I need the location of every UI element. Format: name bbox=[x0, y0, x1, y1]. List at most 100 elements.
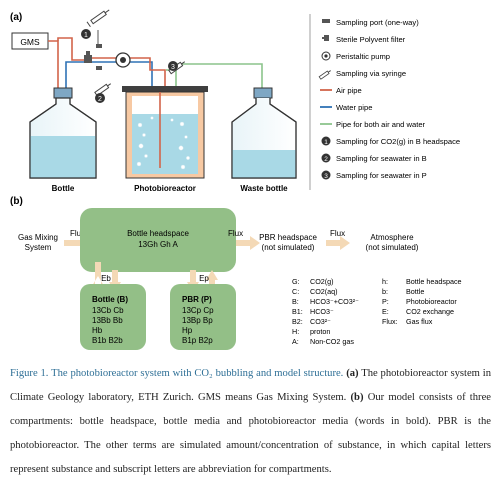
caption-a-label: (a) bbox=[346, 368, 359, 379]
marker-3: 3 bbox=[168, 61, 178, 71]
legend-val: proton bbox=[310, 327, 330, 336]
legend-val: Non-CO2 gas bbox=[310, 337, 354, 346]
bottle-label: Bottle bbox=[52, 184, 75, 193]
pbr-headspace-line2: (not simulated) bbox=[262, 243, 315, 252]
caption-b-text: Our model consists of three compartments… bbox=[10, 392, 491, 475]
legend-val: CO3²⁻ bbox=[310, 317, 331, 326]
legend-key: G: bbox=[292, 277, 300, 286]
sterile-filter-icon bbox=[84, 51, 92, 63]
legend-val: CO2(g) bbox=[310, 277, 334, 286]
peristaltic-pump-icon bbox=[321, 51, 331, 61]
gms-label: GMS bbox=[20, 37, 40, 47]
photobioreactor-label: Photobioreactor bbox=[134, 184, 196, 193]
legend-item: Sampling via syringe bbox=[336, 69, 406, 78]
air-pipe-top bbox=[57, 37, 92, 61]
legend-item: Pipe for both air and water bbox=[336, 120, 426, 129]
panel-a-legend: Sampling port (one-way) Sterile Polyvent… bbox=[318, 18, 460, 180]
legend-item: Sampling for CO2(g) in B headspace bbox=[336, 137, 460, 146]
bubbles bbox=[136, 116, 190, 170]
flux-out-arrow bbox=[236, 236, 260, 250]
marker-3-icon: 3 bbox=[321, 170, 331, 180]
bottle-box-line: 13Bb Bb bbox=[92, 316, 123, 325]
bottle-headspace-box bbox=[80, 208, 236, 272]
pbr-box bbox=[170, 284, 236, 350]
marker-2: 2 bbox=[95, 93, 105, 103]
atmosphere-line1: Atmosphere bbox=[370, 233, 414, 242]
pbr-box-line: B1p B2p bbox=[182, 336, 213, 345]
bottle-box bbox=[80, 284, 146, 350]
air-pipe-pbr bbox=[92, 57, 166, 86]
legend-item: Water pipe bbox=[336, 103, 372, 112]
sampling-port-icon bbox=[322, 19, 330, 23]
pbr-box-line: 13Bp Bp bbox=[182, 316, 213, 325]
legend-key: h: bbox=[382, 277, 388, 286]
syringe-icon bbox=[94, 83, 112, 97]
legend-val: Gas flux bbox=[406, 317, 433, 326]
waste-bottle-label: Waste bottle bbox=[240, 184, 288, 193]
photobioreactor-vessel: Photobioreactor bbox=[122, 86, 208, 193]
legend-key: B2: bbox=[292, 317, 303, 326]
legend-val: Bottle headspace bbox=[406, 277, 462, 286]
legend-key: C: bbox=[292, 287, 299, 296]
gms-title-line1: Gas Mixing bbox=[18, 233, 58, 242]
figure-caption: Figure 1. The photobioreactor system wit… bbox=[10, 362, 491, 482]
legend-key: b: bbox=[382, 287, 388, 296]
legend-key: Flux: bbox=[382, 317, 398, 326]
flux-atm-label: Flux bbox=[330, 229, 345, 238]
sterile-filter-icon bbox=[322, 35, 329, 41]
flux-out-label: Flux bbox=[228, 229, 243, 238]
bottle-box-line: 13Cb Cb bbox=[92, 306, 124, 315]
legend-key: H: bbox=[292, 327, 299, 336]
atmosphere-line2: (not simulated) bbox=[366, 243, 419, 252]
legend-key: A: bbox=[292, 337, 299, 346]
svg-text:3: 3 bbox=[324, 173, 328, 180]
marker-1-icon: 1 bbox=[321, 136, 331, 146]
legend-item: Sampling port (one-way) bbox=[336, 18, 419, 27]
marker-1: 1 bbox=[81, 29, 91, 39]
caption-a-text: The photobioreactor system in Climate Ge… bbox=[10, 368, 491, 403]
legend-val: Photobioreactor bbox=[406, 297, 457, 306]
gms-title-line2: System bbox=[25, 243, 52, 252]
caption-b-label: (b) bbox=[350, 392, 364, 403]
svg-text:2: 2 bbox=[324, 156, 328, 163]
bottle-vessel: Bottle bbox=[29, 87, 97, 193]
water-pipe bbox=[65, 61, 118, 128]
flux-in-label: Flux bbox=[70, 229, 85, 238]
bottle-headspace-vars: 13Gh Gh A bbox=[138, 240, 178, 249]
legend-val: HCO3⁻ bbox=[310, 307, 334, 316]
legend-val: CO2 exchange bbox=[406, 307, 454, 316]
bottle-box-title: Bottle (B) bbox=[92, 295, 128, 304]
panel-b-label: (b) bbox=[10, 196, 23, 207]
legend-val: HCO3⁻+CO3²⁻ bbox=[310, 297, 359, 306]
pbr-headspace-line1: PBR headspace bbox=[259, 233, 317, 242]
pbr-box-line: 13Cp Cp bbox=[182, 306, 214, 315]
flux-atm-arrow bbox=[326, 236, 350, 250]
ep-label: Ep bbox=[199, 274, 209, 283]
caption-title: Figure 1. The photobioreactor system wit… bbox=[10, 368, 344, 379]
marker-2-icon: 2 bbox=[321, 153, 331, 163]
legend-key: E: bbox=[382, 307, 389, 316]
mixed-pipe bbox=[175, 63, 263, 88]
legend-item: Sterile Polyvent filter bbox=[336, 35, 406, 44]
legend-key: P: bbox=[382, 297, 389, 306]
legend-key: B: bbox=[292, 297, 299, 306]
legend-item: Peristaltic pump bbox=[336, 52, 390, 61]
eb-label: Eb bbox=[101, 274, 111, 283]
gms-box: GMS bbox=[11, 32, 49, 50]
legend-item: Sampling for seawater in B bbox=[336, 154, 427, 163]
legend-key: B1: bbox=[292, 307, 303, 316]
svg-text:3: 3 bbox=[171, 64, 175, 71]
peristaltic-pump-icon bbox=[115, 52, 131, 68]
legend-val: CO2(aq) bbox=[310, 287, 338, 296]
panel-a-label: (a) bbox=[10, 12, 22, 23]
sampling-port-icon bbox=[96, 44, 102, 70]
svg-text:2: 2 bbox=[98, 96, 102, 103]
bottle-box-line: B1b B2b bbox=[92, 336, 123, 345]
legend-item: Air pipe bbox=[336, 86, 362, 95]
legend-item: Sampling for seawater in P bbox=[336, 171, 427, 180]
bottle-box-line: Hb bbox=[92, 326, 103, 335]
legend-val: Bottle bbox=[406, 287, 424, 296]
svg-text:1: 1 bbox=[84, 32, 88, 39]
pbr-box-line: Hp bbox=[182, 326, 193, 335]
